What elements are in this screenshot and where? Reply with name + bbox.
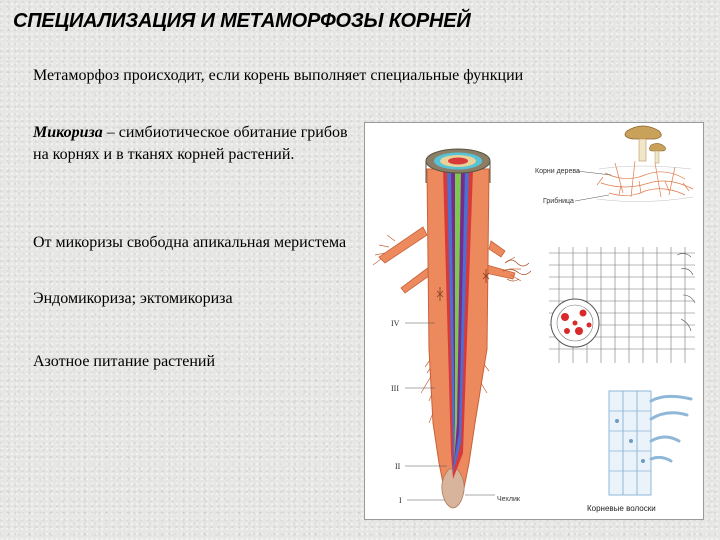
nitrogen-nutrition: Азотное питание растений	[33, 353, 216, 370]
mycorrhiza-term: Микориза	[33, 124, 103, 141]
zone-iv-label: IV	[391, 319, 400, 328]
mushroom-inset	[596, 125, 694, 202]
zone-ii-label: II	[395, 462, 401, 471]
mycorrhiza-types: Эндомикориза; эктомикориза	[33, 290, 233, 307]
fungal-spot	[436, 269, 490, 301]
mycorrhiza-paragraph: Микориза – симбиотическое обитание грибо…	[33, 122, 353, 166]
root-cap	[441, 468, 465, 509]
meristem-note: От микоризы свободна апикальная меристем…	[33, 234, 347, 251]
root-figure: IV III II I Чехлик Корни дерева Грибница	[364, 122, 704, 520]
root-cap-label: Чехлик	[497, 496, 521, 503]
lead-text: Метаморфоз происходит, если корень выпол…	[33, 67, 524, 84]
slide-title: СПЕЦИАЛИЗАЦИЯ И МЕТАМОРФОЗЫ КОРНЕЙ	[13, 10, 471, 32]
zone-iii-label: III	[391, 384, 399, 393]
root-hairs-inset	[608, 390, 693, 496]
tree-roots-label: Корни дерева	[535, 168, 580, 175]
root-illustration: IV III II I Чехлик Корни дерева Грибница	[372, 125, 697, 513]
fungal-cluster	[502, 259, 532, 282]
zone-i-label: I	[399, 496, 402, 505]
stele-center	[448, 157, 468, 165]
root-hairs-caption: Корневые волоски	[587, 504, 656, 513]
mycorrhiza-definition: – симбиотическое обитание грибов на корн…	[33, 124, 348, 163]
cell-section-inset	[547, 245, 697, 365]
mycelium-label: Грибница	[543, 197, 574, 205]
stele	[443, 169, 473, 479]
